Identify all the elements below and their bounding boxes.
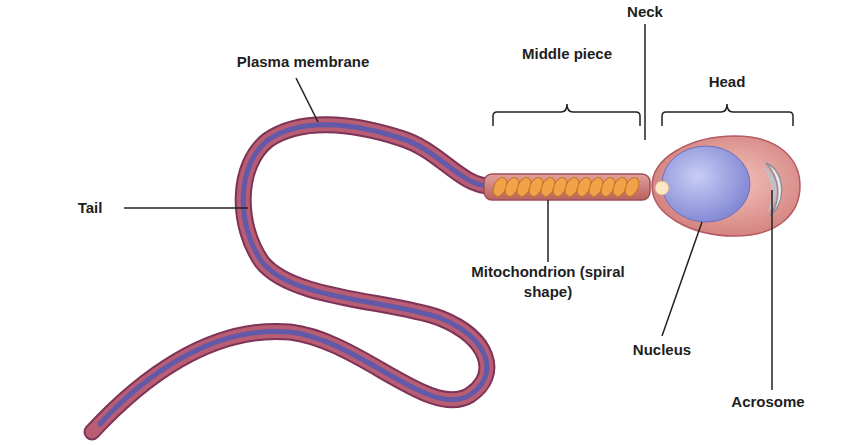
part-label: Neck [605, 2, 685, 22]
part-label: Mitochondrion (spiral shape) [468, 262, 628, 302]
neck-centriole [655, 181, 669, 195]
bracket [662, 104, 793, 126]
mitochondrion-spiral [490, 175, 641, 198]
tail [92, 125, 490, 432]
acrosome-shade [762, 166, 777, 212]
bracket [493, 104, 640, 126]
part-label: Head [687, 72, 767, 92]
leader-lines [124, 24, 772, 390]
part-label: Plasma membrane [213, 52, 393, 72]
part-label: Nucleus [612, 340, 712, 360]
nucleus [662, 146, 750, 222]
part-label: Acrosome [713, 392, 823, 412]
middle-piece [484, 174, 650, 200]
head [652, 136, 800, 236]
part-label: Middle piece [507, 44, 627, 64]
part-label: Tail [60, 198, 120, 218]
